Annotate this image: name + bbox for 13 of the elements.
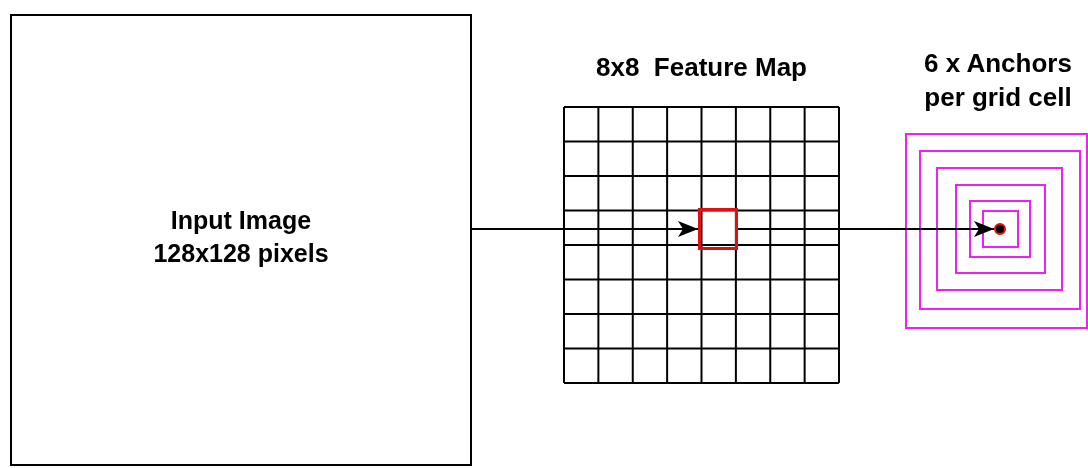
heading: 6 x Anchors per grid cell <box>923 47 1073 114</box>
anchor-box <box>969 200 1031 258</box>
anchor-box <box>919 150 1081 310</box>
highlighted-cell <box>698 208 738 250</box>
heading: 8x8 Feature Map <box>595 51 808 84</box>
image-box <box>10 14 472 466</box>
anchor-box <box>936 167 1063 291</box>
anchor-box <box>955 184 1046 274</box>
anchor-box <box>982 210 1019 248</box>
arrow <box>737 221 995 237</box>
arrow <box>471 221 699 237</box>
box-label: Input Image 128x128 pixels <box>152 205 330 269</box>
anchor-center-dot <box>994 223 1006 235</box>
